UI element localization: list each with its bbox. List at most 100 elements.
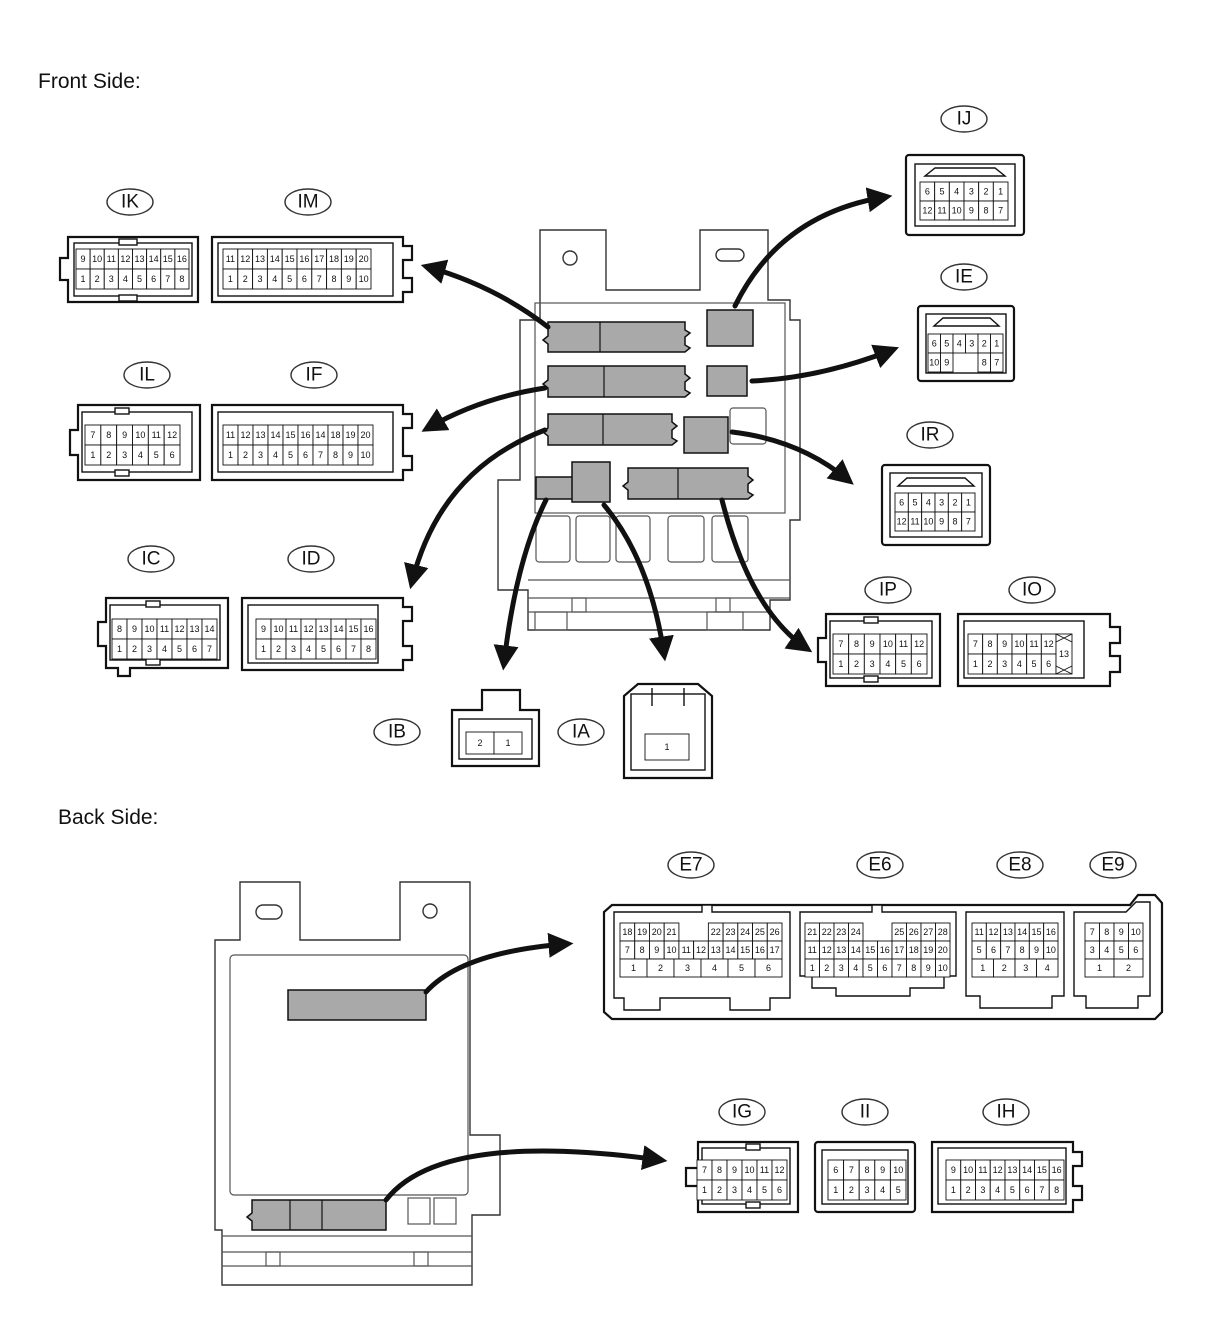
pin-number: 13: [318, 624, 328, 634]
pin-number: 4: [853, 963, 858, 973]
back-junction-block: [214, 881, 501, 1286]
pin-number: 3: [258, 450, 263, 460]
pin-number: 1: [980, 963, 985, 973]
back-side-label: Back Side:: [58, 806, 158, 829]
pin-cell: [357, 444, 374, 466]
pin-number: 1: [505, 738, 510, 748]
pin-number: 11: [160, 624, 169, 634]
pin-number: 8: [331, 274, 336, 284]
connector-labels: IK IM IL IF IC ID IB IA IJ IE IR IP IO E…: [121, 109, 1125, 1123]
pin-number: 5: [762, 1185, 767, 1195]
pin-number: 13: [836, 945, 846, 955]
pin-number: 6: [932, 339, 937, 349]
pin-number: 5: [739, 963, 744, 973]
pin-number: 7: [165, 274, 170, 284]
pin-number: 9: [944, 358, 949, 368]
pin-number: 7: [90, 430, 95, 440]
pin-number: 21: [807, 927, 817, 937]
pin-number: 6: [1025, 1185, 1030, 1195]
pin-number: 2: [854, 659, 859, 669]
label-IC: IC: [142, 549, 161, 570]
pin-number: 16: [300, 430, 310, 440]
label-E6: E6: [868, 855, 891, 876]
pin-number: 4: [273, 450, 278, 460]
pin-number: 3: [1090, 945, 1095, 955]
pin-cell: [754, 958, 783, 978]
pin-number: 27: [923, 927, 933, 937]
side-pin-cell: [1055, 633, 1073, 675]
pin-number: 10: [744, 1165, 754, 1175]
label-II: II: [860, 1102, 871, 1123]
pin-number: 7: [966, 517, 971, 527]
label-IH: IH: [997, 1102, 1016, 1123]
label-IA: IA: [572, 722, 590, 743]
pin-number: 17: [770, 945, 780, 955]
label-IR: IR: [921, 425, 940, 446]
pin-number: 14: [270, 430, 280, 440]
pin-number: 15: [865, 945, 875, 955]
pin-number: 9: [654, 945, 659, 955]
pin-number: 8: [952, 517, 957, 527]
pin-grid-IA: 1: [644, 733, 690, 761]
pin-number: 7: [994, 358, 999, 368]
label-IP: IP: [879, 580, 897, 601]
pin-number: 12: [696, 945, 706, 955]
pin-number: 14: [204, 624, 214, 634]
pin-number: 14: [725, 945, 735, 955]
pin-number: 9: [880, 1165, 885, 1175]
pin-number: 2: [132, 644, 137, 654]
pin-number: 12: [240, 430, 250, 440]
pin-number: 10: [1131, 927, 1141, 937]
pin-number: 8: [983, 206, 988, 216]
pin-number: 7: [1039, 1185, 1044, 1195]
pin-number: 11: [760, 1165, 769, 1175]
pin-cell: [1048, 1179, 1065, 1201]
pin-number: 11: [682, 945, 691, 955]
pin-number: 13: [189, 624, 199, 634]
front-junction-block: [497, 229, 801, 631]
pin-number: 17: [894, 945, 904, 955]
pin-number: 6: [192, 644, 197, 654]
pin-number: 1: [702, 1185, 707, 1195]
pin-number: 6: [925, 187, 930, 197]
pin-number: 1: [90, 450, 95, 460]
pin-number: 10: [923, 517, 933, 527]
pin-number: 15: [163, 254, 173, 264]
pin-number: 9: [870, 639, 875, 649]
pin-number: 9: [969, 206, 974, 216]
pin-number: 5: [939, 187, 944, 197]
pin-number: 2: [717, 1185, 722, 1195]
pin-number: 1: [1097, 963, 1102, 973]
pin-number: 26: [909, 927, 919, 937]
pin-number: 4: [926, 498, 931, 508]
pin-number: 20: [360, 430, 370, 440]
pin-number: 1: [664, 742, 669, 752]
pin-cell: [355, 268, 372, 290]
connector-label-ovals: [106, 105, 1137, 1126]
pin-number: 5: [1010, 1185, 1015, 1195]
pin-number: 9: [346, 274, 351, 284]
pin-number: 8: [1020, 945, 1025, 955]
pin-number: 8: [333, 450, 338, 460]
pin-number: 12: [897, 517, 907, 527]
pin-number: 3: [1002, 659, 1007, 669]
pin-number: 3: [257, 274, 262, 284]
pin-number: 12: [167, 430, 177, 440]
pin-number: 4: [138, 450, 143, 460]
pin-number: 1: [228, 450, 233, 460]
pin-number: 5: [288, 450, 293, 460]
pin-number: 1: [117, 644, 122, 654]
pin-number: 20: [938, 945, 948, 955]
pin-number: 10: [938, 963, 948, 973]
pin-number: 6: [777, 1185, 782, 1195]
pin-number: 11: [899, 639, 908, 649]
pin-cell: [940, 352, 954, 373]
pin-number: 18: [909, 945, 919, 955]
pin-number: 15: [285, 430, 295, 440]
